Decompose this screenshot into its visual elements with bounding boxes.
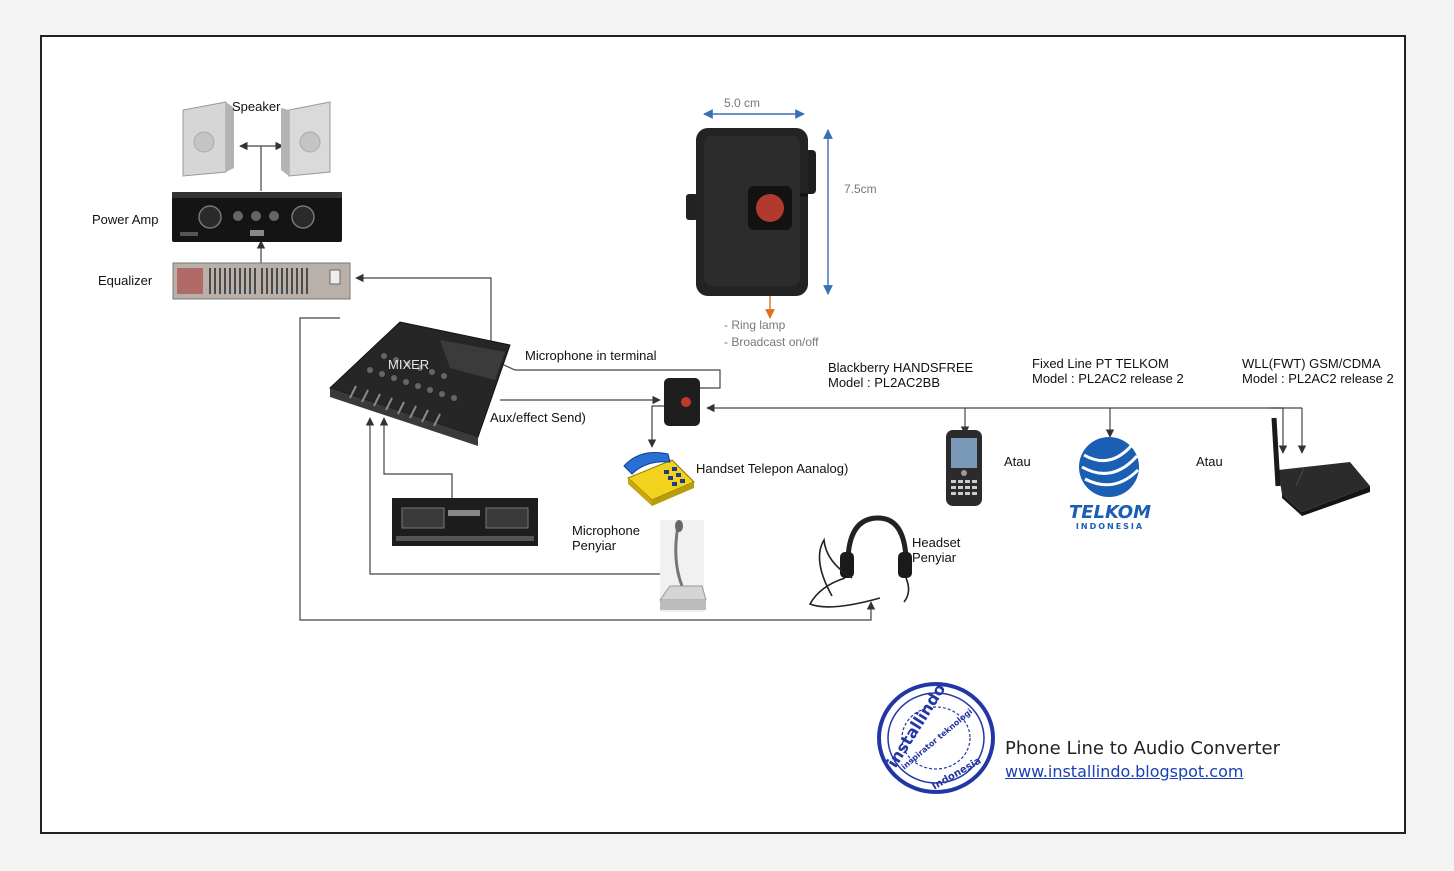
wire-mixer-to-eq [355,273,492,345]
fixed-line-label-line1: Fixed Line PT TELKOM [1032,356,1169,371]
footer-url-link[interactable]: www.installindo.blogspot.com [1005,762,1244,781]
mixer-image [329,321,511,446]
wll-label-line2: Model : PL2AC2 release 2 [1242,371,1394,386]
speaker-left-image [182,101,234,177]
ring-lamp-label: - Ring lamp [724,318,786,332]
mic-penyiar-label-line2: Penyiar [572,538,617,553]
wire-mic-to-mixer [365,417,673,575]
dimension-height-label: 7.5cm [844,182,877,196]
cassette-deck-image [392,498,538,546]
wll-router-image [1271,417,1370,516]
atau-label-2: Atau [1196,454,1223,469]
telkom-logo-text: TELKOM [1069,502,1151,523]
speaker-right-image [281,101,331,177]
dimension-marks [703,109,833,295]
broadcast-label: - Broadcast on/off [724,335,819,349]
aux-send-label: Aux/effect Send) [490,410,586,425]
telkom-logo-subtext: INDONESIA [1076,522,1144,531]
analog-telephone-image [623,452,695,506]
telkom-logo-image: TELKOM INDONESIA [1069,437,1151,531]
wire-converter-to-handset [647,405,664,448]
atau-label-1: Atau [1004,454,1031,469]
equalizer-label: Equalizer [98,273,153,288]
converter-small-image [664,378,700,426]
wll-label-line1: WLL(FWT) GSM/CDMA [1242,356,1381,371]
dimension-width-label: 5.0 cm [724,96,761,110]
blackberry-label-line2: Model : PL2AC2BB [828,375,941,390]
wire-headset-loop [299,317,876,621]
desk-microphone-image [659,520,707,612]
headset-image [808,515,912,608]
blackberry-label-line1: Blackberry HANDSFREE [828,360,974,375]
wire-bus-to-wll [1270,407,1288,454]
installindo-stamp: installindo inspirator teknologi Indones… [877,680,995,794]
mic-terminal-label: Microphone in terminal [525,348,657,363]
speaker-label: Speaker [232,99,281,114]
blackberry-phone-image [946,430,982,506]
handset-label: Handset Telepon Aanalog) [696,461,849,476]
footer-title: Phone Line to Audio Converter [1005,738,1281,759]
headset-label-line1: Headset [912,535,961,550]
fixed-line-label-line2: Model : PL2AC2 release 2 [1032,371,1184,386]
power-amp-image [172,192,342,242]
converter-large-image [686,128,816,296]
mixer-label: MIXER [388,357,430,372]
equalizer-image [172,262,351,300]
power-amp-label: Power Amp [92,212,159,227]
headset-label-line2: Penyiar [912,550,957,565]
wire-deck-to-mixer [379,417,453,498]
mic-penyiar-label-line1: Microphone [572,523,640,538]
